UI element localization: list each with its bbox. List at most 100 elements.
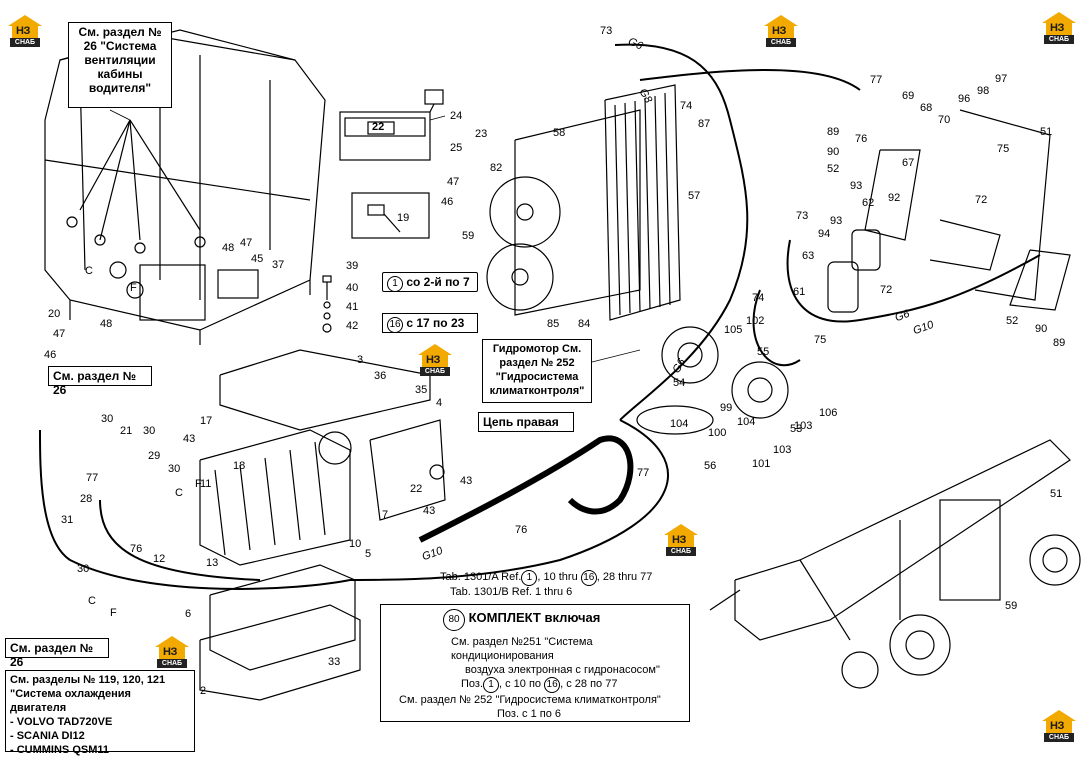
- chain-right-callout: Цепь правая: [478, 412, 574, 432]
- part-number: 87: [698, 118, 711, 130]
- part-number: 54: [673, 377, 686, 389]
- part-number: 5: [365, 548, 372, 560]
- part-number: 104: [737, 416, 756, 428]
- reach-stacker-drawing: [709, 439, 1081, 689]
- connector-letter: C: [175, 487, 183, 499]
- hydromotor-callout: Гидромотор См. раздел № 252 "Гидросистем…: [482, 339, 592, 403]
- position-range-a: 1 со 2-й по 7: [382, 272, 478, 292]
- part-number: 2: [200, 685, 207, 697]
- part-number: 41: [346, 301, 359, 313]
- part-number: 22: [410, 483, 423, 495]
- part-number: 56: [704, 460, 717, 472]
- part-number: 105: [724, 324, 743, 336]
- part-number: 24: [450, 110, 463, 122]
- part-number: 74: [680, 100, 693, 112]
- part-number: 77: [870, 74, 883, 86]
- part-number: 30: [168, 463, 181, 475]
- part-number: 93: [830, 215, 843, 227]
- part-number: 89: [1053, 337, 1066, 349]
- connector-letter: F: [110, 607, 117, 619]
- part-number: 42: [346, 320, 359, 332]
- compressor-drawing: [636, 326, 789, 435]
- part-number: 67: [902, 157, 915, 169]
- section-26-callout-a: См. раздел № 26: [48, 366, 152, 397]
- part-number: 85: [547, 318, 560, 330]
- part-number: 48: [100, 318, 113, 330]
- connector-letter: F: [130, 282, 137, 294]
- part-number: 97: [995, 73, 1008, 85]
- part-number: 74: [752, 292, 765, 304]
- part-number: 98: [977, 85, 990, 97]
- part-number: 52: [1006, 315, 1019, 327]
- part-number: 84: [578, 318, 591, 330]
- part-number: 73: [600, 25, 613, 37]
- part-number: 17: [200, 415, 213, 427]
- part-number: 106: [819, 407, 838, 419]
- part-number: 94: [818, 228, 831, 240]
- part-number: 30: [143, 425, 156, 437]
- ref-circle: 16: [387, 317, 403, 333]
- part-number: 47: [447, 176, 460, 188]
- part-number: 76: [130, 543, 143, 555]
- part-number: 73: [796, 210, 809, 222]
- part-number: 76: [855, 133, 868, 145]
- part-number: 30: [77, 563, 90, 575]
- part-number: 20: [48, 308, 61, 320]
- inset-box-19: [351, 192, 430, 239]
- ventilation-callout: См. раздел № 26 "Система вентиляции каби…: [68, 22, 172, 108]
- part-number: 43: [183, 433, 196, 445]
- connector-letter: C: [85, 265, 93, 277]
- cab-frame: [44, 29, 326, 345]
- part-number: 36: [374, 370, 387, 382]
- part-number: 93: [850, 180, 863, 192]
- part-number: 40: [346, 282, 359, 294]
- kit-number: 80: [443, 609, 465, 631]
- part-number: 7: [382, 509, 389, 521]
- hose-lines: [39, 43, 1041, 590]
- kit-callout: 80 КОМПЛЕКТ включая См. раздел №251 "Сис…: [380, 604, 690, 722]
- part-number: 75: [814, 334, 827, 346]
- part-number: 103: [794, 420, 813, 432]
- part-number: 58: [553, 127, 566, 139]
- part-number: 12: [153, 553, 166, 565]
- part-number: 96: [958, 93, 971, 105]
- part-number: 19: [397, 212, 410, 224]
- part-number: 92: [888, 192, 901, 204]
- part-number: 77: [637, 467, 650, 479]
- part-number: 47: [53, 328, 66, 340]
- part-number: 55: [757, 346, 770, 358]
- part-number: 43: [460, 475, 473, 487]
- part-number: 102: [746, 315, 765, 327]
- position-range-b: 16 с 17 по 23: [382, 313, 478, 333]
- part-number: 45: [251, 253, 264, 265]
- part-number: 75: [997, 143, 1010, 155]
- part-number: 52: [827, 163, 840, 175]
- part-number: 61: [793, 286, 806, 298]
- part-number: 51: [1040, 126, 1053, 138]
- part-number: 72: [880, 284, 893, 296]
- part-number: 43: [423, 505, 436, 517]
- part-number: 21: [120, 425, 133, 437]
- control-panel-drawing: [339, 89, 444, 161]
- part-number: 103: [773, 444, 792, 456]
- section-26-callout-b: См. раздел № 26: [5, 638, 109, 669]
- part-number: 39: [346, 260, 359, 272]
- part-number: 37: [272, 259, 285, 271]
- part-number: 48: [222, 242, 235, 254]
- part-number: 35: [415, 384, 428, 396]
- part-number: 62: [862, 197, 875, 209]
- part-number: 30: [101, 413, 114, 425]
- panel-display: 22: [372, 121, 385, 133]
- part-number: 13: [206, 557, 219, 569]
- part-number: 47: [240, 237, 253, 249]
- part-number: 11: [200, 478, 212, 490]
- part-number: 51: [1050, 488, 1063, 500]
- part-number: 57: [688, 190, 701, 202]
- part-number: 90: [827, 146, 840, 158]
